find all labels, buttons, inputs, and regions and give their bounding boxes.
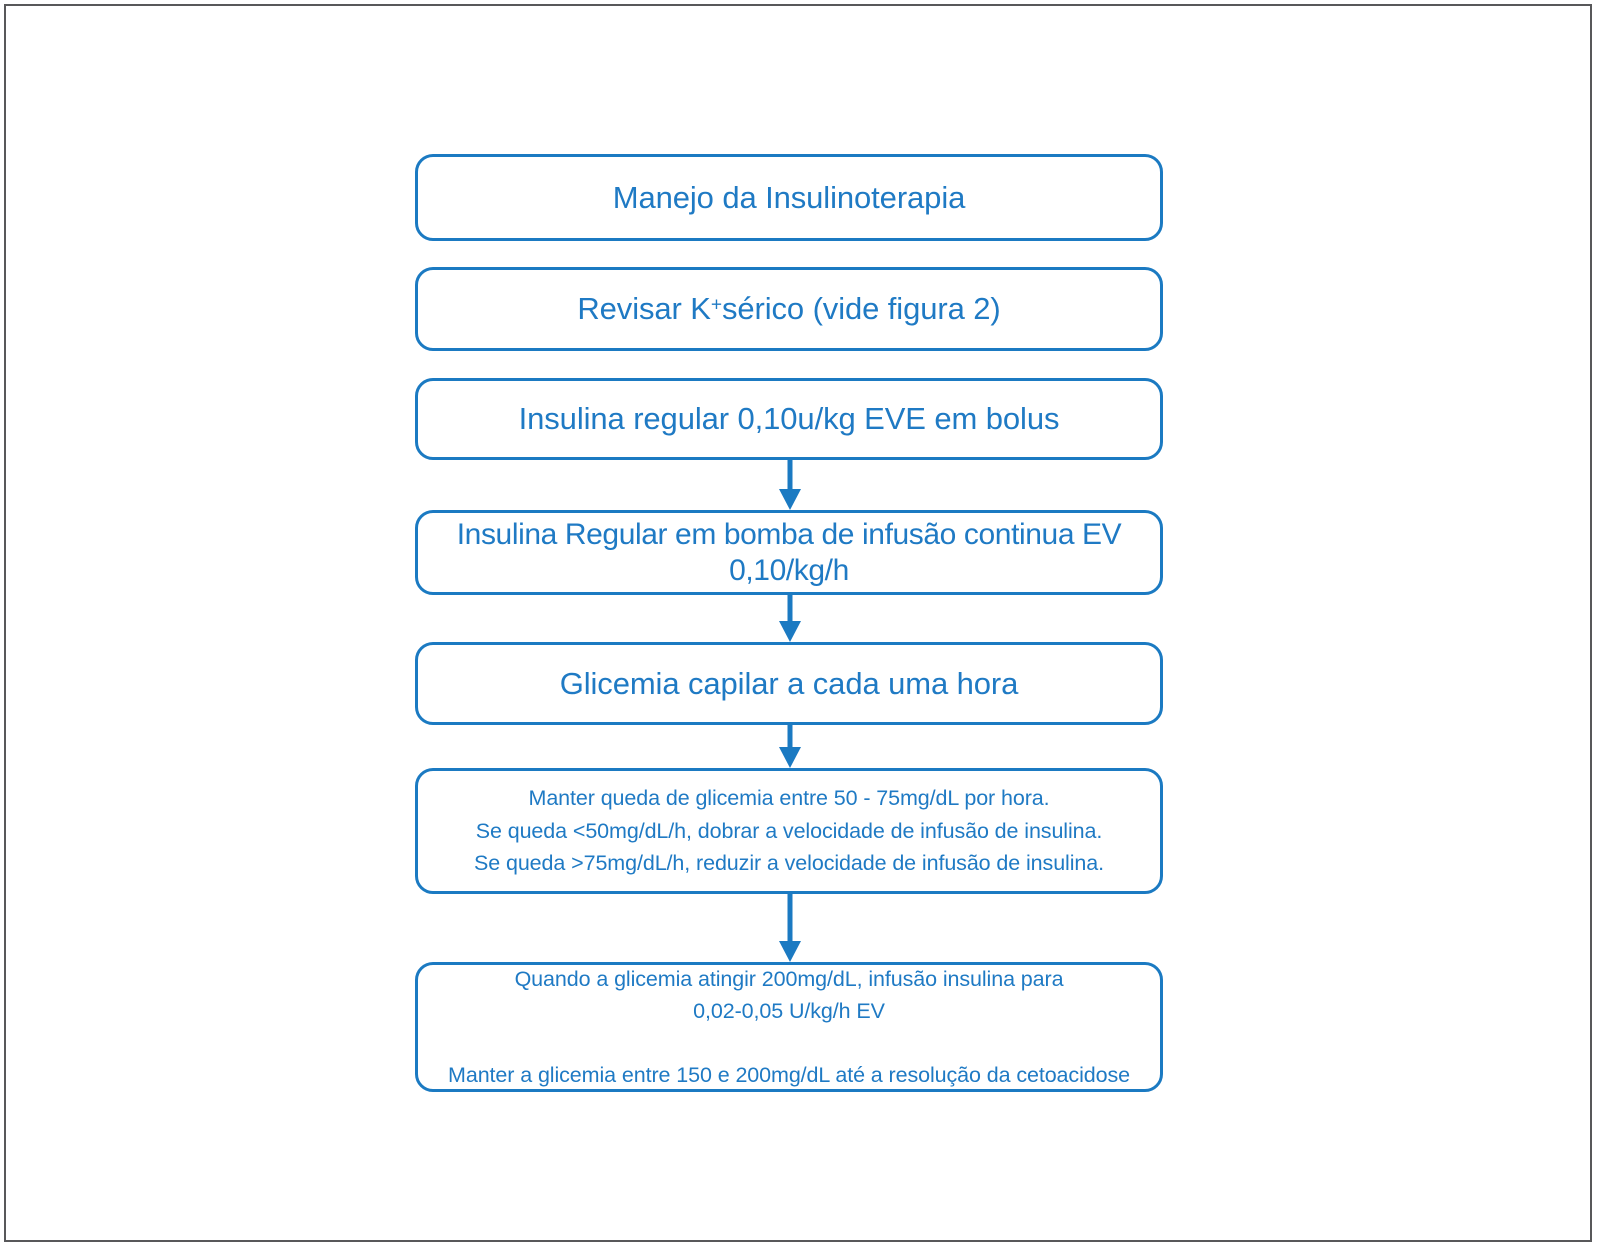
flow-node-label: Manter queda de glicemia entre 50 - 75mg… bbox=[474, 785, 1104, 876]
flow-node-glicemia-capilar: Glicemia capilar a cada uma hora bbox=[415, 642, 1163, 725]
flow-node-manejo-insulinoterapia: Manejo da Insulinoterapia bbox=[415, 154, 1163, 241]
flow-node-label: Glicemia capilar a cada uma hora bbox=[559, 665, 1019, 701]
k-label-prefix: Revisar K bbox=[577, 291, 711, 327]
superscript-plus-icon: + bbox=[710, 294, 722, 316]
flow-node-label: Insulina regular 0,10u/kg EVE em bolus bbox=[518, 401, 1060, 437]
flowchart: Manejo da Insulinoterapia Revisar K+séri… bbox=[6, 6, 1594, 1244]
arrow-down-icon bbox=[779, 458, 801, 510]
figure-frame: Manejo da Insulinoterapia Revisar K+séri… bbox=[4, 4, 1592, 1242]
flow-node-label: Manejo da Insulinoterapia bbox=[612, 179, 966, 215]
flow-node-insulina-bolus: Insulina regular 0,10u/kg EVE em bolus bbox=[415, 378, 1163, 460]
k-label-suffix: sérico (vide figura 2) bbox=[721, 291, 1001, 327]
flow-node-label: Insulina Regular em bomba de infusão con… bbox=[456, 517, 1122, 587]
flow-node-manter-queda-glicemia: Manter queda de glicemia entre 50 - 75mg… bbox=[415, 768, 1163, 894]
flow-node-alvo-200mgdl: Quando a glicemia atingir 200mg/dL, infu… bbox=[415, 962, 1163, 1092]
flow-node-bomba-infusao-continua: Insulina Regular em bomba de infusão con… bbox=[415, 510, 1163, 595]
arrow-down-icon bbox=[779, 592, 801, 642]
arrow-down-icon bbox=[779, 892, 801, 962]
flow-node-label: Revisar K+sérico (vide figura 2) bbox=[432, 290, 1146, 327]
flow-node-revisar-k-serico: Revisar K+sérico (vide figura 2) bbox=[415, 267, 1163, 351]
flow-node-label: Quando a glicemia atingir 200mg/dL, infu… bbox=[448, 966, 1130, 1088]
arrow-down-icon bbox=[779, 722, 801, 768]
